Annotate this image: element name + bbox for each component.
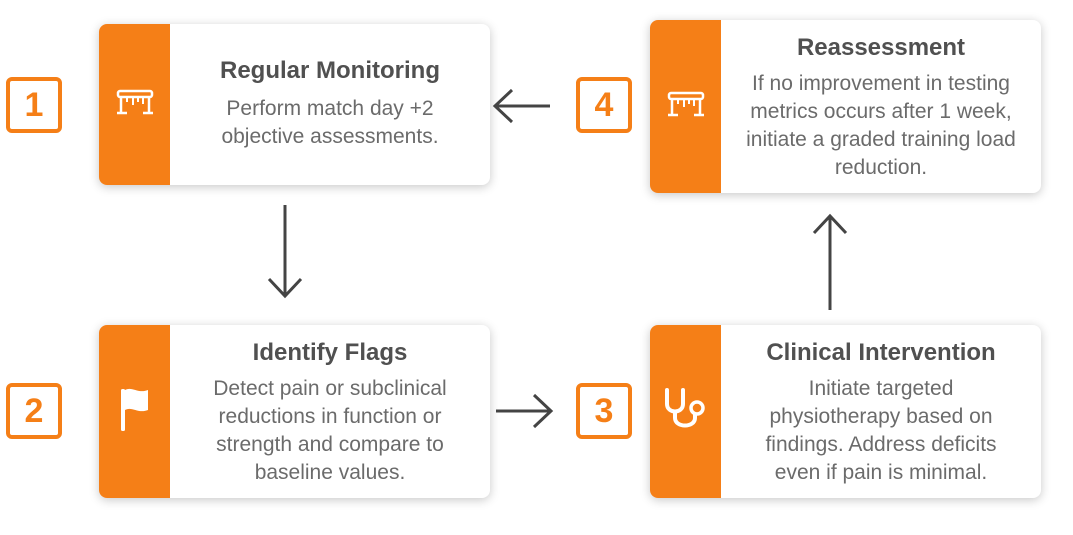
step-2-title: Identify Flags <box>252 339 408 366</box>
step-4-title: Reassessment <box>796 34 966 61</box>
flag-icon <box>118 386 152 437</box>
step-1-title: Regular Monitoring <box>220 57 440 84</box>
step-3-description: Initiate targeted physiotherapy based on… <box>765 377 997 484</box>
arrow-right-2-to-3 <box>496 393 554 429</box>
step-2-number: 2 <box>6 383 62 439</box>
step-4-card: Reassessment If no improvement in testin… <box>650 20 1041 193</box>
step-1-description: Perform match day +2 objective assessmen… <box>221 97 439 148</box>
step-2-card: Identify Flags Detect pain or subclinica… <box>99 325 490 498</box>
stethoscope-icon <box>661 386 711 437</box>
step-4-icon-strip <box>650 20 721 193</box>
step-3-icon-strip <box>650 325 721 498</box>
arrow-down-1-to-2 <box>267 205 303 299</box>
step-3-title: Clinical Intervention <box>766 339 996 366</box>
monitoring-bench-icon <box>667 89 705 124</box>
step-1-card: Regular Monitoring Perform match day +2 … <box>99 24 490 185</box>
step-2-icon-strip <box>99 325 170 498</box>
step-3-number: 3 <box>576 383 632 439</box>
step-3-card: Clinical Intervention Initiate targeted … <box>650 325 1041 498</box>
step-4-description: If no improvement in testing metrics occ… <box>746 72 1016 179</box>
arrow-up-3-to-4 <box>812 213 848 310</box>
step-4-number: 4 <box>576 77 632 133</box>
step-1-icon-strip <box>99 24 170 185</box>
arrow-left-4-to-1 <box>492 88 550 124</box>
step-2-description: Detect pain or subclinical reductions in… <box>213 377 447 484</box>
step-1-number: 1 <box>6 77 62 133</box>
monitoring-bench-icon <box>116 87 154 122</box>
